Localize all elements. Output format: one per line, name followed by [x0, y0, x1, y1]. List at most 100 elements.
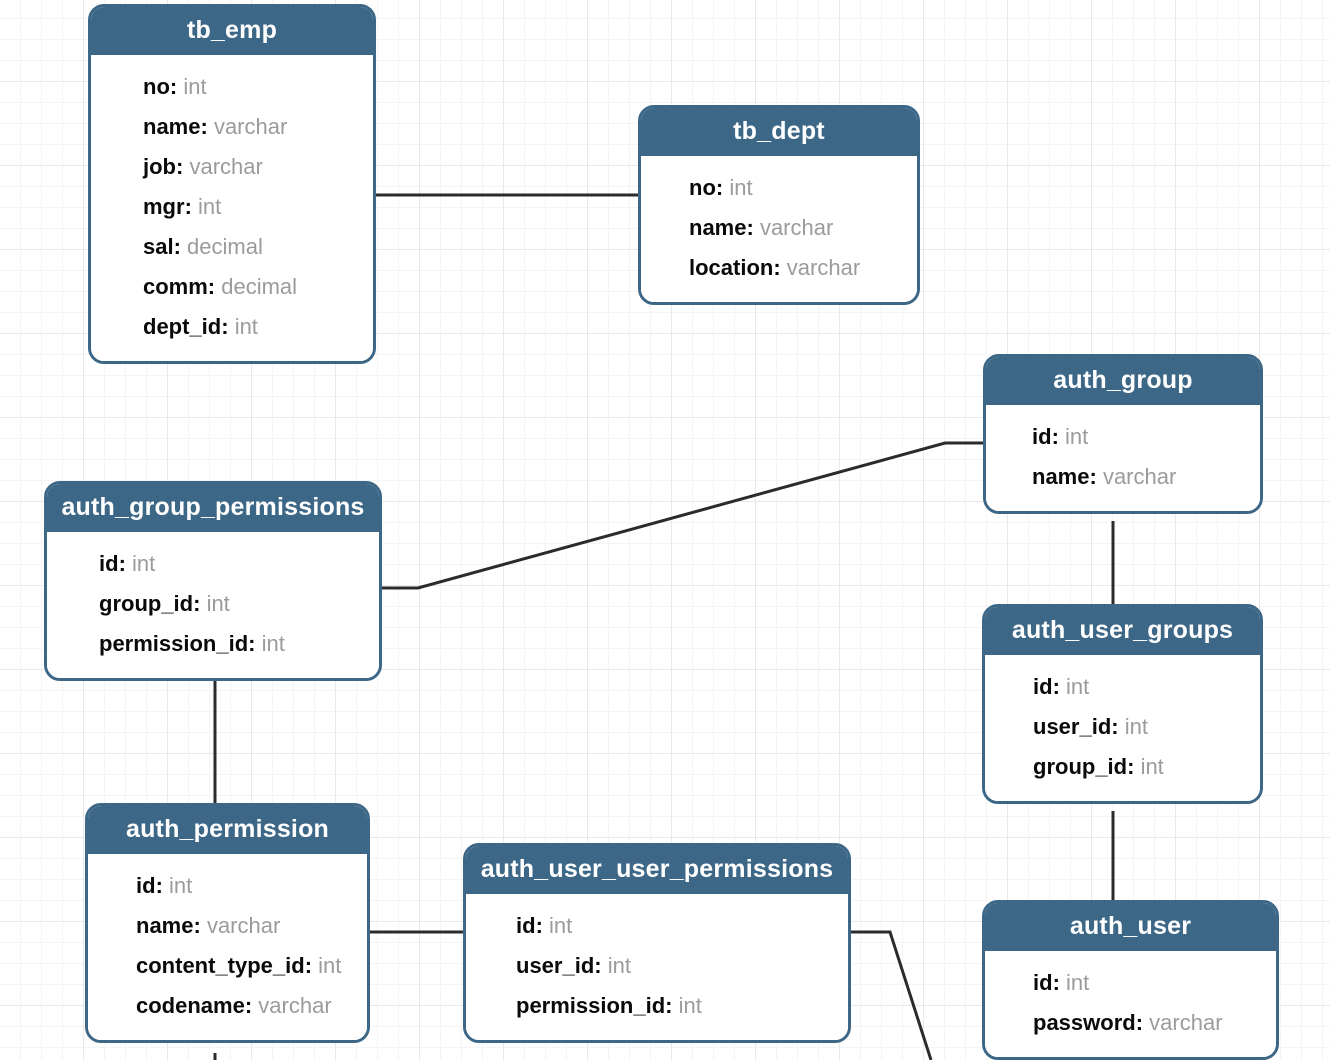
- field-type: int: [183, 74, 207, 100]
- field-row[interactable]: comm: decimal: [91, 267, 373, 307]
- field-separator: :: [304, 953, 313, 979]
- field-separator: :: [594, 953, 602, 979]
- field-row[interactable]: no: int: [91, 67, 373, 107]
- field-type: int: [607, 953, 631, 979]
- field-row[interactable]: sal: decimal: [91, 227, 373, 267]
- field-row[interactable]: id: int: [985, 963, 1276, 1003]
- field-separator: :: [746, 215, 754, 241]
- field-row[interactable]: id: int: [88, 866, 367, 906]
- field-row[interactable]: id: int: [986, 417, 1260, 457]
- field-separator: :: [1111, 714, 1119, 740]
- field-row[interactable]: name: varchar: [641, 208, 917, 248]
- field-separator: :: [176, 154, 184, 180]
- field-row[interactable]: user_id: int: [466, 946, 848, 986]
- field-name: id: [136, 873, 156, 899]
- field-separator: :: [184, 194, 192, 220]
- field-row[interactable]: id: int: [47, 544, 379, 584]
- connector-auth_group_permissions-auth_group[interactable]: [382, 441, 983, 590]
- field-type: varchar: [189, 154, 263, 180]
- field-type: int: [678, 993, 702, 1019]
- field-type: int: [1066, 970, 1090, 996]
- field-name: no: [689, 175, 716, 201]
- entity-title-auth_user_groups: auth_user_groups: [985, 607, 1260, 656]
- field-separator: :: [173, 234, 181, 260]
- field-row[interactable]: dept_id: int: [91, 307, 373, 347]
- entity-title-auth_permission: auth_permission: [88, 806, 367, 855]
- field-row[interactable]: id: int: [466, 906, 848, 946]
- field-separator: :: [244, 993, 253, 1019]
- field-name: content_type_id: [136, 953, 305, 979]
- field-name: dept_id: [143, 314, 222, 340]
- field-type: int: [206, 591, 230, 617]
- field-separator: :: [1089, 464, 1097, 490]
- field-separator: :: [1051, 424, 1059, 450]
- entity-title-auth_group_permissions: auth_group_permissions: [47, 484, 379, 533]
- field-type: int: [132, 551, 156, 577]
- field-name: id: [516, 913, 536, 939]
- field-type: decimal: [187, 234, 263, 260]
- field-separator: :: [1052, 970, 1060, 996]
- connector-auth_user_user_permissions-auth_user[interactable]: [851, 930, 933, 1060]
- field-type: int: [234, 314, 258, 340]
- field-separator: :: [200, 114, 208, 140]
- field-row[interactable]: content_type_id: int: [88, 946, 367, 986]
- field-name: group_id: [99, 591, 194, 617]
- field-type: varchar: [1102, 464, 1177, 490]
- field-type: int: [261, 631, 285, 657]
- field-separator: :: [1127, 754, 1135, 780]
- field-name: permission_id: [99, 631, 249, 657]
- field-separator: :: [665, 993, 673, 1019]
- field-separator: :: [773, 255, 781, 281]
- field-row[interactable]: mgr: int: [91, 187, 373, 227]
- field-row[interactable]: permission_id: int: [47, 624, 379, 664]
- field-row[interactable]: name: varchar: [88, 906, 367, 946]
- field-type: int: [1066, 674, 1090, 700]
- field-type: varchar: [258, 993, 332, 1019]
- field-row[interactable]: job: varchar: [91, 147, 373, 187]
- field-type: int: [169, 873, 193, 899]
- field-row[interactable]: location: varchar: [641, 248, 917, 288]
- field-separator: :: [1135, 1010, 1144, 1036]
- field-name: id: [99, 551, 119, 577]
- field-type: int: [729, 175, 753, 201]
- field-separator: :: [248, 631, 256, 657]
- field-name: password: [1033, 1010, 1136, 1036]
- field-row[interactable]: permission_id: int: [466, 986, 848, 1026]
- field-row[interactable]: id: int: [985, 667, 1260, 707]
- field-name: name: [136, 913, 194, 939]
- field-name: no: [143, 74, 170, 100]
- field-row[interactable]: name: varchar: [91, 107, 373, 147]
- field-name: name: [1032, 464, 1090, 490]
- field-row[interactable]: password: varchar: [985, 1003, 1276, 1043]
- field-row[interactable]: group_id: int: [985, 747, 1260, 787]
- field-name: sal: [143, 234, 174, 260]
- field-row[interactable]: user_id: int: [985, 707, 1260, 747]
- field-row[interactable]: group_id: int: [47, 584, 379, 624]
- field-name: id: [1033, 970, 1053, 996]
- entity-title-tb_emp: tb_emp: [91, 7, 373, 56]
- field-row[interactable]: no: int: [641, 168, 917, 208]
- field-name: name: [689, 215, 747, 241]
- field-name: user_id: [516, 953, 595, 979]
- field-type: int: [318, 953, 342, 979]
- field-row[interactable]: name: varchar: [986, 457, 1260, 497]
- field-row[interactable]: codename: varchar: [88, 986, 367, 1026]
- field-name: user_id: [1033, 714, 1112, 740]
- field-name: codename: [136, 993, 245, 1019]
- field-name: comm: [143, 274, 208, 300]
- field-type: int: [1065, 424, 1089, 450]
